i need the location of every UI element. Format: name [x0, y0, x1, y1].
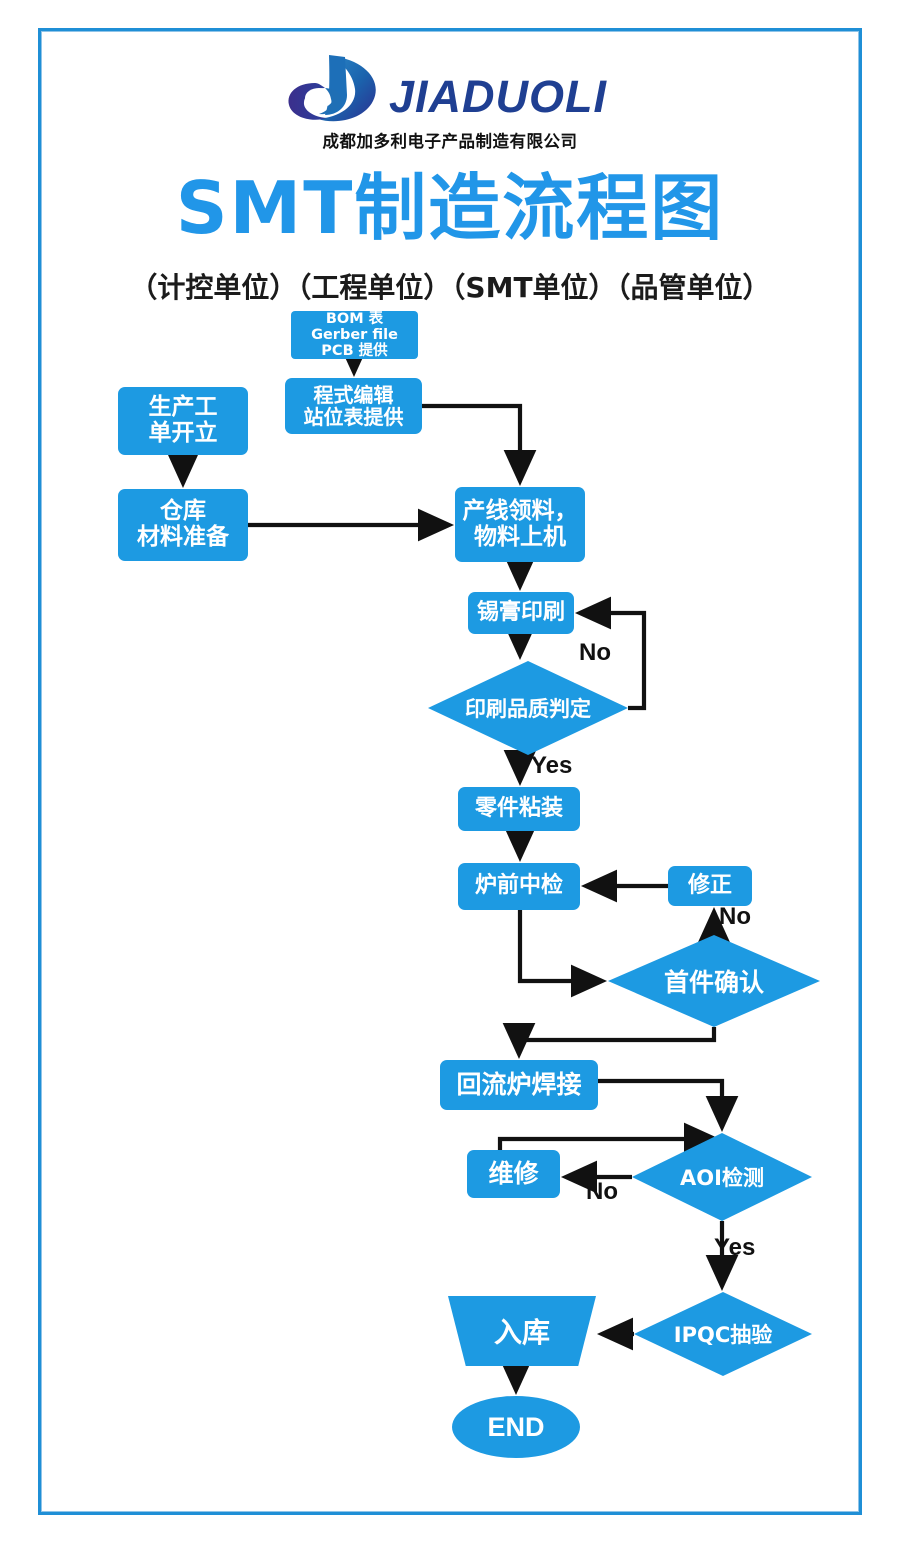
node-production-work-order[interactable]: 生产工 单开立 [118, 387, 248, 455]
jiaduoli-swoosh-logo-icon [288, 55, 376, 122]
node-program-editing[interactable]: 程式编辑 站位表提供 [285, 378, 422, 434]
brand-wordmark: JIADUOLI [389, 71, 608, 122]
page-subtitle: （计控单位）（工程单位）（SMT单位）（品管单位） [129, 271, 771, 304]
node-pre-reflow-inspection[interactable]: 炉前中检 [458, 863, 580, 910]
node-label: AOI检测 [680, 1166, 764, 1190]
edge-label-print-yes: Yes [531, 752, 573, 779]
node-label: 程式编辑 站位表提供 [303, 382, 404, 429]
node-label: 产线领料， 物料上机 [462, 497, 578, 550]
edge-label-aoi-yes: Yes [714, 1234, 756, 1261]
node-aoi-inspection[interactable]: AOI检测 [632, 1133, 812, 1221]
node-label: 炉前中检 [474, 873, 563, 899]
node-label: END [487, 1411, 545, 1442]
node-label: IPQC抽验 [673, 1323, 773, 1347]
node-correction[interactable]: 修正 [668, 866, 752, 906]
node-warehouse-material-prep[interactable]: 仓库 材料准备 [118, 489, 248, 561]
node-print-quality-decision[interactable]: 印刷品质判定 [428, 661, 628, 755]
node-label: 修正 [687, 872, 732, 898]
node-label: 首件确认 [663, 968, 764, 997]
edge-label-print-no: No [579, 639, 611, 666]
node-solder-paste-printing[interactable]: 锡膏印刷 [468, 592, 574, 634]
page-title: SMT制造流程图 [175, 166, 725, 250]
node-label: 仓库 材料准备 [137, 498, 229, 550]
node-end-terminator[interactable]: END [452, 1396, 580, 1458]
node-label: 生产工 单开立 [148, 394, 218, 446]
node-label: BOM 表 Gerber file PCB 提供 [311, 310, 398, 360]
page-border-frame [38, 28, 862, 1515]
node-label: 回流炉焊接 [456, 1070, 582, 1099]
node-component-placement[interactable]: 零件粘装 [458, 787, 580, 831]
node-stock-in[interactable]: 入库 [448, 1296, 596, 1366]
node-label: 印刷品质判定 [465, 697, 591, 721]
edge-label-aoi-no: No [586, 1178, 618, 1205]
node-reflow-soldering[interactable]: 回流炉焊接 [440, 1060, 598, 1110]
node-first-article-confirmation[interactable]: 首件确认 [608, 935, 820, 1027]
node-repair[interactable]: 维修 [467, 1150, 560, 1198]
page-border-frame-inner [41, 31, 859, 1512]
node-label: 维修 [488, 1159, 539, 1188]
trapezoid-shape [448, 1296, 596, 1366]
brand-logo: JIADUOLI 成都加多利电子产品制造有限公司 [285, 55, 615, 155]
company-name: 成都加多利电子产品制造有限公司 [322, 132, 578, 151]
node-bom-document[interactable]: BOM 表 Gerber file PCB 提供 [291, 311, 418, 359]
node-label: 入库 [493, 1316, 550, 1349]
node-ipqc-sampling[interactable]: IPQC抽验 [634, 1292, 812, 1376]
node-line-material-feeding[interactable]: 产线领料， 物料上机 [455, 487, 585, 562]
edge-label-firstarticle-no: No [719, 903, 751, 930]
node-label: 锡膏印刷 [476, 599, 565, 625]
node-label: 零件粘装 [474, 795, 563, 821]
